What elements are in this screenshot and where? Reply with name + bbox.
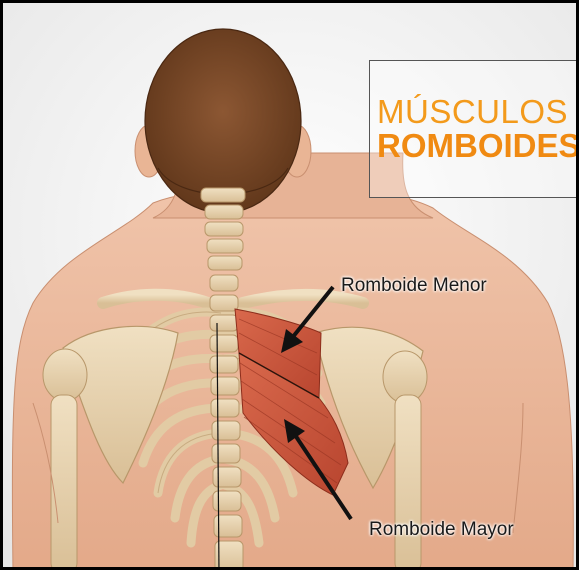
title-line-2: ROMBOIDES — [377, 127, 579, 165]
label-romboide-mayor: Romboide Mayor — [369, 519, 514, 541]
right-humerus — [395, 395, 421, 570]
title-line-1: MÚSCULOS — [377, 93, 568, 131]
left-humerus-head — [43, 349, 87, 401]
head-hair — [145, 29, 301, 213]
left-humerus — [51, 395, 77, 570]
label-romboide-menor: Romboide Menor — [341, 275, 487, 297]
